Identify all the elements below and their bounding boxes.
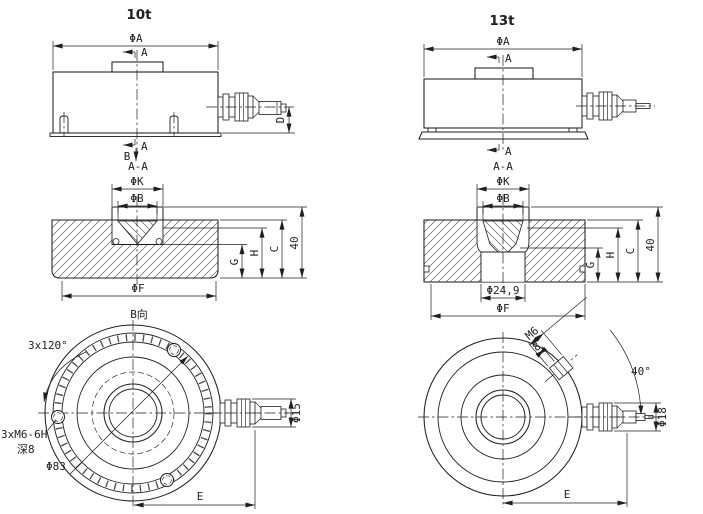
dim-phi-b-13t: ΦB xyxy=(496,192,510,205)
title-10t: 10t xyxy=(126,7,152,23)
dim-phi-f-10t: ΦF xyxy=(131,282,144,295)
body-outline-10t xyxy=(52,71,219,134)
bolt-hole-3-10t xyxy=(160,473,174,487)
dim-phi-k-10t: ΦK xyxy=(130,175,144,188)
top-cap-13t xyxy=(474,67,534,80)
bolt-hole-2-10t xyxy=(51,410,65,424)
load-cone-10t xyxy=(117,220,158,245)
dim-thread-m6-13t: M6 xyxy=(523,324,542,342)
label-pattern-10t: 3x120° xyxy=(28,339,68,352)
dim-phi-249-13t: Φ24,9 xyxy=(486,284,519,297)
label-depth-10t: 深8 xyxy=(17,443,35,456)
mounting-plate-section-10t xyxy=(51,219,219,279)
dim-d-10t: D xyxy=(274,117,287,124)
dim-e-10t: E xyxy=(197,490,204,503)
section-label-10t: A-A xyxy=(128,160,148,173)
dim-phi-f-13t: ΦF xyxy=(496,302,509,315)
variant-13t: 13t xyxy=(418,13,669,508)
base-skirt-10t xyxy=(49,132,222,137)
side-view-10t: ΦA A A B D xyxy=(49,32,295,163)
top-cap-10t xyxy=(111,61,164,73)
foot-left-13t xyxy=(427,127,437,133)
bottom-view-10t: B向 Φ83 xyxy=(1,307,303,510)
title-13t: 13t xyxy=(489,13,515,29)
section-marker-a-top-13t: A xyxy=(505,52,512,65)
dim-phi-a-10t: ΦA xyxy=(129,32,143,45)
bolt-hole-1-10t xyxy=(167,343,181,357)
variant-10t: 10t xyxy=(1,7,307,510)
dim-h-13t: H xyxy=(604,252,617,259)
side-view-13t: ΦA A A xyxy=(418,35,655,158)
dim-g-13t: G xyxy=(584,262,597,269)
dim-angle-40-13t: 40° xyxy=(631,365,651,378)
section-view-10t: A-A ΦK ΦB G xyxy=(51,160,307,301)
dim-phi-83-10t: Φ83 xyxy=(46,460,66,473)
dim-phi-a-13t: ΦA xyxy=(496,35,510,48)
dim-phi-18-13t: Φ18 xyxy=(656,407,669,427)
dim-phi-k-13t: ΦK xyxy=(496,175,510,188)
dim-g-10t: G xyxy=(228,259,241,266)
section-view-13t: A-A ΦK ΦB G xyxy=(423,160,663,320)
dim-phi-b-10t: ΦB xyxy=(130,192,144,205)
view-marker-b-10t: B xyxy=(124,150,131,163)
bottom-view-13t: 8 M6 40° xyxy=(418,296,669,508)
section-label-13t: A-A xyxy=(493,160,513,173)
dim-c-13t: C xyxy=(624,248,637,255)
base-plate-13t xyxy=(418,131,589,140)
view-label-b-10t: B向 xyxy=(130,307,148,321)
dim-c-10t: C xyxy=(268,246,281,253)
dim-phi-15-10t: Φ15 xyxy=(290,403,303,423)
angle-arc-13t xyxy=(609,329,644,416)
dim-h-10t: H xyxy=(248,250,261,257)
section-marker-a-bottom-13t: A xyxy=(505,145,512,158)
foot-right-13t xyxy=(568,127,578,133)
bolt-callout-13t: 8 M6 xyxy=(523,296,587,382)
section-marker-a-bottom-10t: A xyxy=(141,140,148,153)
load-button-10t xyxy=(111,206,164,221)
section-marker-a-top-10t: A xyxy=(141,46,148,59)
label-thread-10t: 3xM6-6H xyxy=(1,428,47,441)
dim-40-13t: 40 xyxy=(644,238,657,251)
dim-40-10t: 40 xyxy=(288,236,301,249)
dim-e-13t: E xyxy=(564,488,571,501)
